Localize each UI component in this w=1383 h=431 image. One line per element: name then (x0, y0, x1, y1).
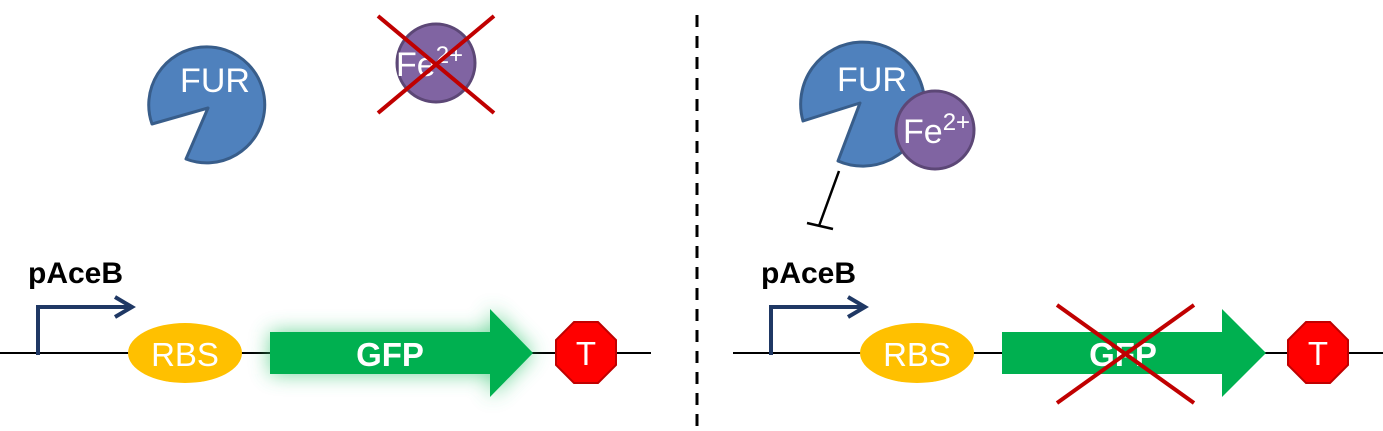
promoter-arrow-icon (36, 305, 128, 355)
promoter-arrow-icon (769, 305, 862, 355)
gfp-gene-repressed: GFP (1002, 303, 1266, 405)
fur-protein: FUR (799, 40, 927, 168)
iron-ion-bound: Fe2+ (894, 89, 976, 171)
terminator: T (1287, 321, 1349, 384)
promoter-label: pAceB (28, 257, 123, 290)
rbs: RBS (860, 323, 974, 383)
repression-inhibition-icon (806, 170, 841, 231)
rbs-label: RBS (883, 336, 951, 373)
terminator-label: T (576, 335, 596, 372)
fur-label: FUR (837, 61, 907, 99)
rbs: RBS (128, 323, 242, 383)
rbs-shape (860, 323, 974, 383)
rbs-shape (128, 323, 242, 383)
fur-label: FUR (180, 62, 250, 100)
iron-ion-absent: Fe2+ (376, 14, 496, 115)
terminator-stop-icon (555, 321, 617, 384)
fur-shape (799, 40, 927, 168)
cross-out-icon (376, 14, 496, 115)
fe-circle (894, 89, 976, 171)
fe-label: Fe2+ (903, 109, 970, 151)
promoter-arrowhead-icon (113, 295, 136, 319)
fur-protein: FUR (147, 45, 267, 165)
terminator-stop-icon (1287, 321, 1349, 384)
gfp-arrow (1002, 309, 1266, 397)
right-panel: FUR Fe2+ pAceB RBS GFP (733, 40, 1383, 405)
inhibition-bar (806, 221, 834, 231)
terminator: T (555, 321, 617, 384)
left-panel: FUR Fe2+ pAceB RBS GFP (0, 14, 651, 397)
inhibition-line (817, 170, 841, 227)
gfp-gene-expressed: GFP (270, 309, 533, 397)
gfp-label: GFP (356, 336, 424, 373)
promoter-label: pAceB (761, 257, 856, 290)
rbs-label: RBS (151, 336, 219, 373)
cross-out-icon (1055, 303, 1196, 405)
terminator-label: T (1308, 335, 1328, 372)
promoter: pAceB (761, 257, 869, 355)
fur-shape (147, 45, 267, 165)
promoter-arrowhead-icon (846, 295, 869, 319)
promoter: pAceB (28, 257, 136, 355)
gfp-arrow (270, 309, 533, 397)
